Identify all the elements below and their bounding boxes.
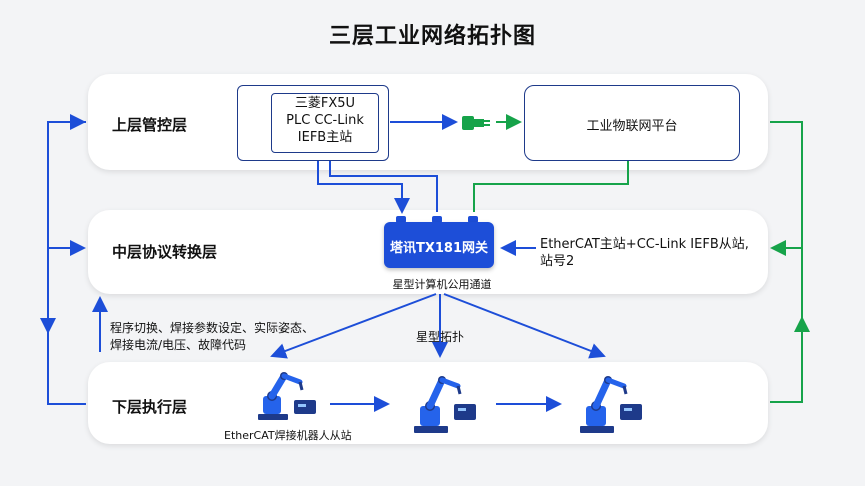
iot-platform-label: 工业物联网平台 — [586, 119, 678, 134]
connector-icon — [462, 116, 490, 130]
iot-to-gateway — [473, 161, 629, 212]
star-arrow-right — [443, 293, 606, 359]
plc-master-box[interactable] — [271, 93, 379, 153]
data-note-line1: 程序切换、焊接参数设定、实际姿态、 — [110, 321, 315, 335]
plc-protocol-text: PLC CC-Link — [286, 113, 364, 128]
gateway-port — [396, 216, 406, 223]
bottom-layer-label: 下层执行层 — [112, 398, 188, 416]
top-layer-label: 上层管控层 — [112, 116, 188, 134]
robot-arm-icon[interactable] — [410, 366, 480, 436]
gateway-device[interactable] — [384, 222, 494, 268]
plc-model-text: 三菱FX5U — [294, 96, 356, 111]
right-green-line — [770, 121, 803, 403]
gateway-role-line1: EtherCAT主站+CC-Link IEFB从站, — [540, 237, 749, 252]
plc-role-text: IEFB主站 — [297, 130, 353, 145]
star-arrow-left — [270, 293, 437, 359]
star-topology-label: 星型拓扑 — [416, 330, 465, 344]
robot-slave-label: EtherCAT焊接机器人从站 — [224, 429, 352, 442]
robot-arm-icon[interactable] — [576, 366, 646, 436]
iot-platform-box[interactable] — [524, 85, 740, 161]
page-title: 三层工业网络拓扑图 — [328, 24, 536, 49]
data-note-line2: 焊接电流/电压、故障代码 — [110, 338, 247, 352]
plc-to-gateway-2 — [329, 161, 438, 212]
gateway-role-line2: 站号2 — [540, 254, 575, 269]
robot-arm-icon[interactable] — [254, 366, 324, 424]
left-feedback-line — [47, 121, 86, 405]
plc-to-gateway-1 — [317, 161, 410, 214]
middle-layer-label: 中层协议转换层 — [112, 243, 218, 261]
gateway-channel-label: 星型计算机公用通道 — [392, 278, 492, 291]
gateway-port — [468, 216, 478, 223]
gateway-label: 塔讯TX181网关 — [389, 241, 489, 256]
gateway-port — [432, 216, 442, 223]
